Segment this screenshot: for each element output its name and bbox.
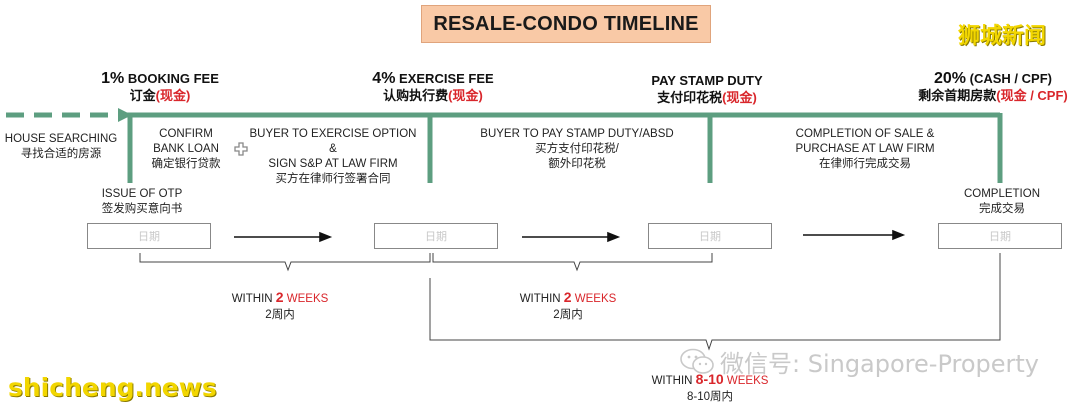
brand-logo-url: shicheng.news [8, 373, 217, 402]
plus-icon [234, 142, 248, 156]
milestone-cn-label: 剩余首期房款 [918, 88, 997, 103]
step-completion-of-sale: COMPLETION OF SALE & PURCHASE AT LAW FIR… [770, 127, 960, 172]
milestone-exercise-fee: 4% EXERCISE FEE 认购执行费(现金) [358, 70, 508, 104]
duration-cn: 8-10周内 [686, 391, 734, 403]
duration-within-2-weeks-first: WITHIN 2 WEEKS 2周内 [215, 289, 345, 323]
milestone-booking-fee: 1% BOOKING FEE 订金(现金) [95, 70, 225, 104]
step-en: COMPLETION [963, 188, 1041, 200]
milestone-cn-payment: (现金) [155, 88, 191, 103]
wechat-text: 微信号: Singapore-Property [720, 350, 1040, 378]
step-issue-otp: ISSUE OF OTP 签发购买意向书 [82, 187, 202, 217]
duration-unit: WEEKS [571, 293, 617, 305]
duration-prefix: WITHIN [519, 293, 564, 305]
milestone-label: PAY STAMP DUTY [651, 73, 763, 88]
date-field-exercise[interactable]: 日期 [374, 223, 498, 249]
arrow-icon [803, 229, 906, 241]
milestone-cn-label: 支付印花税 [657, 90, 723, 105]
step-en: HOUSE SEARCHING [4, 133, 118, 145]
date-placeholder: 日期 [989, 231, 1011, 243]
step-cn: 额外印花税 [548, 158, 606, 170]
step-pay-stamp-duty: BUYER TO PAY STAMP DUTY/ABSD 买方支付印花税/ 额外… [472, 127, 682, 172]
milestone-cn-payment: (现金 / CPF) [996, 88, 1068, 103]
milestone-amount: 4% [372, 70, 396, 87]
date-field-completion[interactable]: 日期 [938, 223, 1062, 249]
step-cn: 确定银行贷款 [151, 158, 221, 170]
milestone-cn-payment: (现金) [722, 90, 757, 105]
step-house-searching: HOUSE SEARCHING 寻找合适的房源 [2, 132, 120, 162]
step-exercise-option: BUYER TO EXERCISE OPTION & SIGN S&P AT L… [248, 127, 418, 187]
step-confirm-bank-loan: CONFIRM BANK LOAN 确定银行贷款 [138, 127, 234, 172]
step-cn: 在律师行完成交易 [819, 158, 911, 170]
date-field-otp[interactable]: 日期 [87, 223, 211, 249]
duration-number: 2 [563, 289, 572, 305]
brace-within-8-10-weeks [429, 253, 1001, 351]
wechat-icon [680, 348, 714, 374]
step-en: BUYER TO EXERCISE OPTION & [249, 128, 417, 155]
step-en: PURCHASE AT LAW FIRM [795, 143, 935, 155]
page-title-text: RESALE-CONDO TIMELINE [433, 12, 699, 35]
duration-prefix: WITHIN [231, 293, 276, 305]
milestone-label: BOOKING FEE [127, 71, 219, 86]
milestone-cn-label: 订金 [129, 88, 156, 103]
step-en: COMPLETION OF SALE & [795, 128, 935, 140]
wechat-watermark: 微信号: Singapore-Property [680, 344, 1039, 379]
step-en: BUYER TO PAY STAMP DUTY/ABSD [480, 128, 674, 140]
duration-unit: WEEKS [283, 293, 329, 305]
milestone-cn-payment: (现金) [448, 88, 483, 103]
step-cn: 寻找合适的房源 [20, 148, 102, 160]
duration-unit: WEEKS [723, 375, 769, 387]
brace-within-2-weeks-first [139, 253, 431, 272]
duration-cn: 2周内 [265, 309, 295, 321]
duration-within-8-10-weeks: WITHIN 8-10 WEEKS 8-10周内 [636, 371, 784, 405]
step-cn: 完成交易 [979, 203, 1025, 215]
date-placeholder: 日期 [138, 231, 160, 243]
step-en: BANK LOAN [153, 143, 219, 155]
page-title: RESALE-CONDO TIMELINE [421, 5, 711, 43]
duration-cn: 2周内 [553, 309, 583, 321]
milestone-stamp-duty: PAY STAMP DUTY 支付印花税(现金) [632, 72, 782, 106]
step-en: ISSUE OF OTP [101, 188, 183, 200]
step-cn: 买方在律师行签署合同 [275, 173, 391, 185]
step-en: CONFIRM [159, 128, 213, 140]
milestone-label: (CASH / CPF) [969, 71, 1052, 86]
date-placeholder: 日期 [425, 231, 447, 243]
date-placeholder: 日期 [699, 231, 721, 243]
brand-logo-chinese: 狮城新闻 [958, 24, 1047, 49]
step-cn: 签发购买意向书 [101, 203, 183, 215]
arrow-icon [234, 231, 333, 243]
step-completion: COMPLETION 完成交易 [942, 187, 1062, 217]
arrow-icon [522, 231, 621, 243]
milestone-cn-label: 认购执行费 [383, 88, 449, 103]
timeline-arrowhead [118, 108, 132, 122]
step-cn: 买方支付印花税/ [535, 143, 619, 155]
milestone-amount: 20% [934, 70, 967, 87]
duration-within-2-weeks-second: WITHIN 2 WEEKS 2周内 [503, 289, 633, 323]
milestone-amount: 1% [101, 70, 125, 87]
duration-prefix: WITHIN [651, 375, 696, 387]
duration-number: 2 [275, 289, 284, 305]
date-field-stamp-duty[interactable]: 日期 [648, 223, 772, 249]
milestone-downpayment: 20% (CASH / CPF) 剩余首期房款(现金 / CPF) [908, 70, 1078, 104]
milestone-label: EXERCISE FEE [399, 71, 494, 86]
brace-within-2-weeks-second [432, 253, 713, 272]
duration-number: 8-10 [695, 371, 724, 387]
step-en: SIGN S&P AT LAW FIRM [268, 158, 398, 170]
